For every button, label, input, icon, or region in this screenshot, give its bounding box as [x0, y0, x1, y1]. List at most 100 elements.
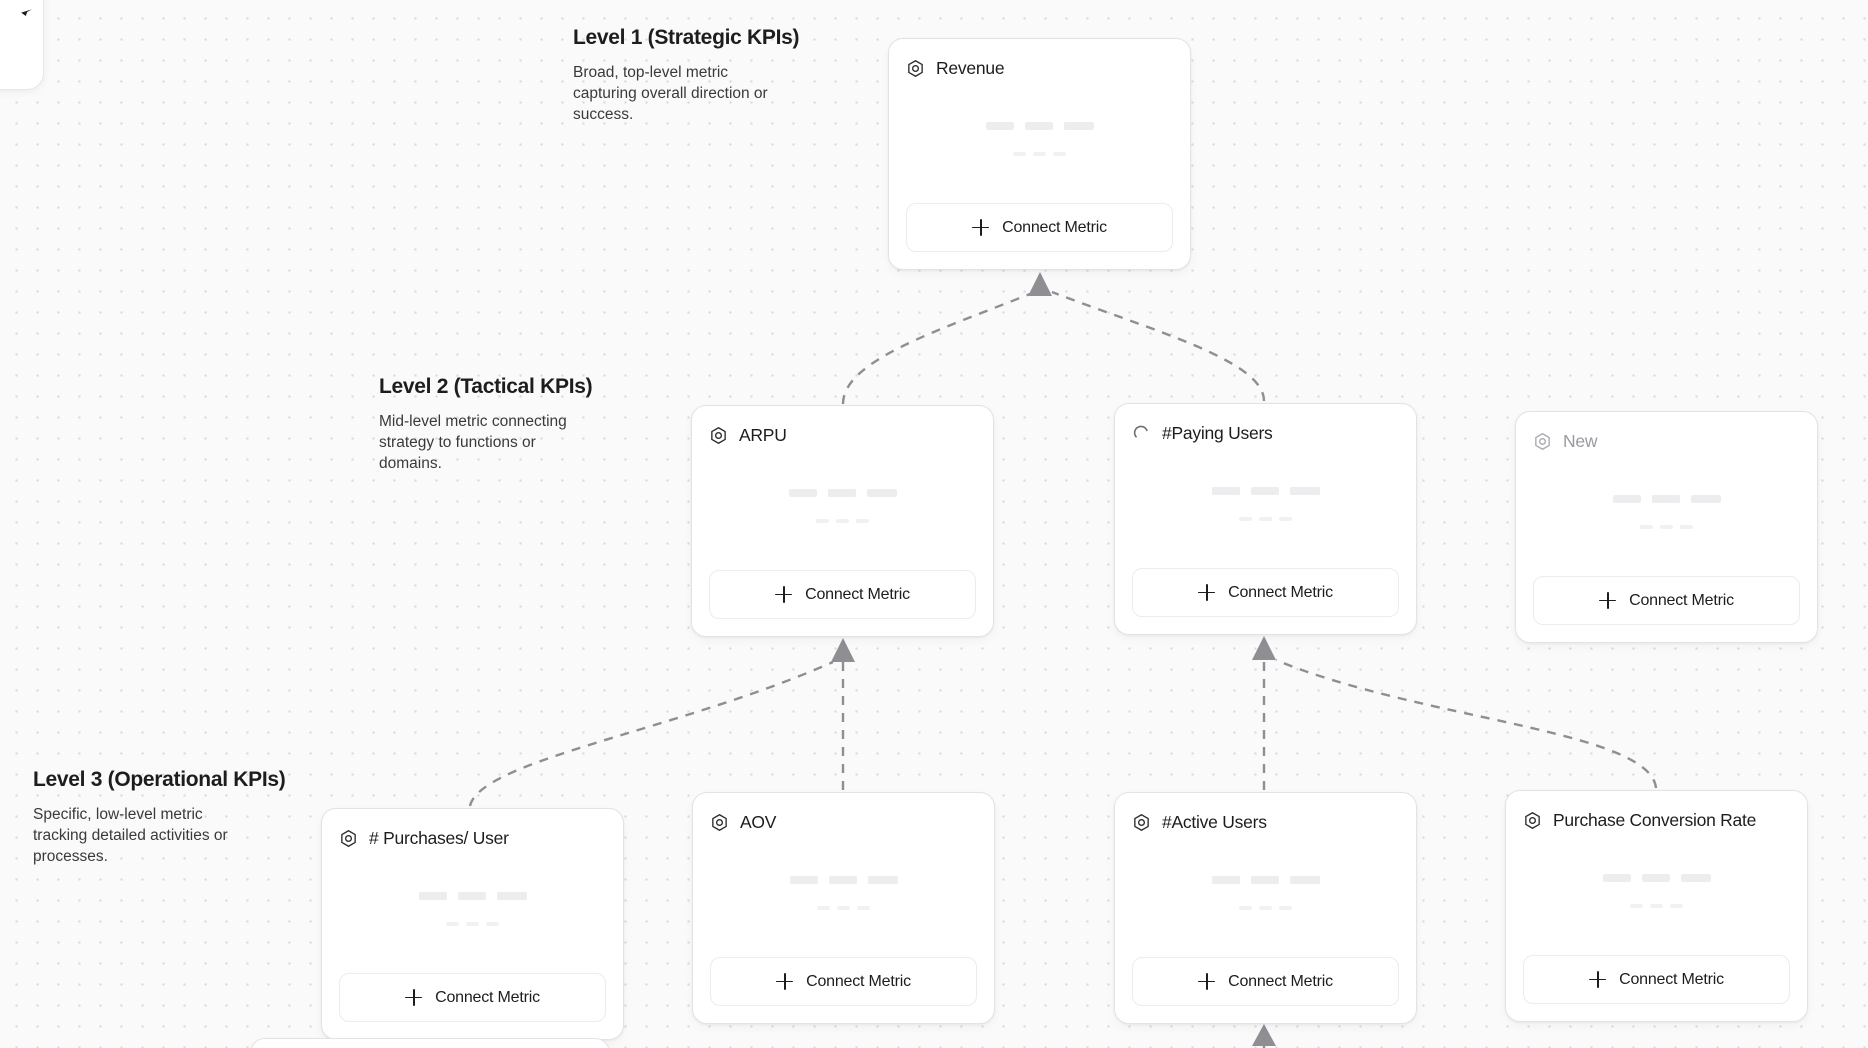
hexagon-metric-icon — [711, 426, 726, 444]
skeleton-primary-row — [789, 876, 898, 885]
card-header: Purchase Conversion Rate — [1523, 807, 1790, 833]
skeleton-bar — [457, 892, 486, 901]
connect-metric-label: Connect Metric — [1619, 970, 1724, 988]
skeleton-bar — [789, 876, 818, 885]
connect-metric-button[interactable]: Connect Metric — [1132, 957, 1399, 1006]
skeleton-bar — [985, 122, 1014, 131]
connect-metric-button[interactable]: Connect Metric — [710, 957, 977, 1006]
skeleton-bar — [1053, 152, 1066, 156]
level-3-title: Level 3 (Operational KPIs) — [33, 768, 286, 791]
metric-card-purchases-per-user[interactable]: # Purchases/ User Connect Metric — [321, 808, 624, 1040]
skeleton-bar — [1033, 152, 1046, 156]
skeleton-bar — [828, 876, 857, 885]
skeleton-bar — [1013, 152, 1026, 156]
plus-icon — [1589, 971, 1607, 988]
level-1-title: Level 1 (Strategic KPIs) — [573, 26, 800, 49]
connect-metric-button[interactable]: Connect Metric — [906, 203, 1173, 252]
skeleton-bar — [856, 519, 869, 523]
connect-metric-button[interactable]: Connect Metric — [1523, 955, 1790, 1004]
skeleton-secondary-row — [1013, 152, 1066, 156]
hexagon-metric-icon — [1535, 432, 1550, 450]
skeleton-bar — [446, 922, 459, 926]
skeleton-bar — [1289, 876, 1320, 885]
skeleton-bar — [788, 489, 817, 498]
plus-icon — [405, 989, 423, 1006]
card-body-skeleton — [1533, 454, 1800, 576]
card-header: AOV — [710, 809, 977, 835]
skeleton-secondary-row — [1640, 525, 1693, 529]
skeleton-bar — [866, 489, 897, 498]
card-header: Revenue — [906, 55, 1173, 81]
skeleton-bar — [418, 892, 447, 901]
card-body-skeleton — [710, 835, 977, 957]
arrowhead-paying-users — [1252, 636, 1276, 660]
metric-card-active-users[interactable]: #Active Users Connect Metric — [1114, 792, 1417, 1024]
metric-card-purchase-conversion-rate[interactable]: Purchase Conversion Rate Connect Metric — [1505, 790, 1808, 1022]
card-title: AOV — [740, 811, 777, 832]
skeleton-bar — [1651, 495, 1680, 504]
card-header: #Paying Users — [1132, 420, 1399, 446]
card-header: #Active Users — [1132, 809, 1399, 835]
skeleton-primary-row — [788, 489, 897, 498]
skeleton-bar — [1640, 525, 1653, 529]
skeleton-bar — [1279, 517, 1292, 521]
plus-icon — [776, 973, 794, 990]
connect-metric-button[interactable]: Connect Metric — [339, 973, 606, 1022]
cursor-pointer-icon — [21, 9, 32, 16]
level-3-description: Specific, low-level metric tracking deta… — [33, 806, 228, 866]
connect-metric-label: Connect Metric — [1002, 218, 1107, 236]
metric-card-paying-users[interactable]: #Paying Users Connect Metric — [1114, 403, 1417, 635]
floating-toolbar-panel-partial[interactable] — [0, 0, 44, 90]
skeleton-primary-row — [985, 122, 1094, 131]
level-2-description: Mid-level metric connecting strategy to … — [379, 413, 567, 473]
metric-card-arpu[interactable]: ARPU Connect Metric — [691, 405, 994, 637]
skeleton-bar — [466, 922, 479, 926]
hexagon-metric-icon — [712, 813, 727, 831]
skeleton-secondary-row — [1239, 517, 1292, 521]
card-title: Revenue — [936, 57, 1005, 78]
plus-icon — [775, 586, 793, 603]
connect-metric-button[interactable]: Connect Metric — [1132, 568, 1399, 617]
edge-pcr-to-paying-users — [1275, 658, 1658, 789]
skeleton-secondary-row — [446, 922, 499, 926]
skeleton-bar — [836, 519, 849, 523]
skeleton-bar — [1680, 525, 1693, 529]
card-title: #Paying Users — [1162, 422, 1273, 443]
metric-card-revenue[interactable]: Revenue Connect Metric — [888, 38, 1191, 270]
skeleton-secondary-row — [816, 519, 869, 523]
connect-metric-button[interactable]: Connect Metric — [709, 570, 976, 619]
skeleton-bar — [1279, 906, 1292, 910]
card-body-skeleton — [1132, 446, 1399, 568]
skeleton-primary-row — [418, 892, 527, 901]
skeleton-bar — [827, 489, 856, 498]
card-header: ARPU — [709, 422, 976, 448]
skeleton-bar — [867, 876, 898, 885]
skeleton-bar — [1259, 517, 1272, 521]
skeleton-bar — [1612, 495, 1641, 504]
skeleton-bar — [1239, 906, 1252, 910]
connect-metric-button[interactable]: Connect Metric — [1533, 576, 1800, 625]
metric-card-aov[interactable]: AOV Connect Metric — [692, 792, 995, 1024]
hexagon-metric-icon — [341, 829, 356, 847]
skeleton-bar — [1680, 874, 1711, 883]
skeleton-bar — [1630, 904, 1643, 908]
edge-paying-users-to-revenue — [1051, 290, 1266, 402]
level-1-description: Broad, top-level metric capturing overal… — [573, 64, 768, 124]
metric-card-partial-offscreen[interactable] — [250, 1038, 610, 1048]
skeleton-bar — [1250, 487, 1279, 496]
card-title: # Purchases/ User — [369, 827, 509, 848]
connect-metric-label: Connect Metric — [1629, 591, 1734, 609]
skeleton-bar — [1650, 904, 1663, 908]
card-body-skeleton — [1523, 833, 1790, 955]
skeleton-bar — [1239, 517, 1252, 521]
skeleton-bar — [1250, 876, 1279, 885]
hexagon-metric-icon — [1525, 811, 1540, 829]
skeleton-bar — [1670, 904, 1683, 908]
edge-arpu-to-revenue — [841, 290, 1036, 405]
card-title: Purchase Conversion Rate — [1553, 809, 1757, 830]
skeleton-bar — [837, 906, 850, 910]
skeleton-bar — [857, 906, 870, 910]
metric-card-new[interactable]: New Connect Metric — [1515, 411, 1818, 643]
skeleton-primary-row — [1612, 495, 1721, 504]
